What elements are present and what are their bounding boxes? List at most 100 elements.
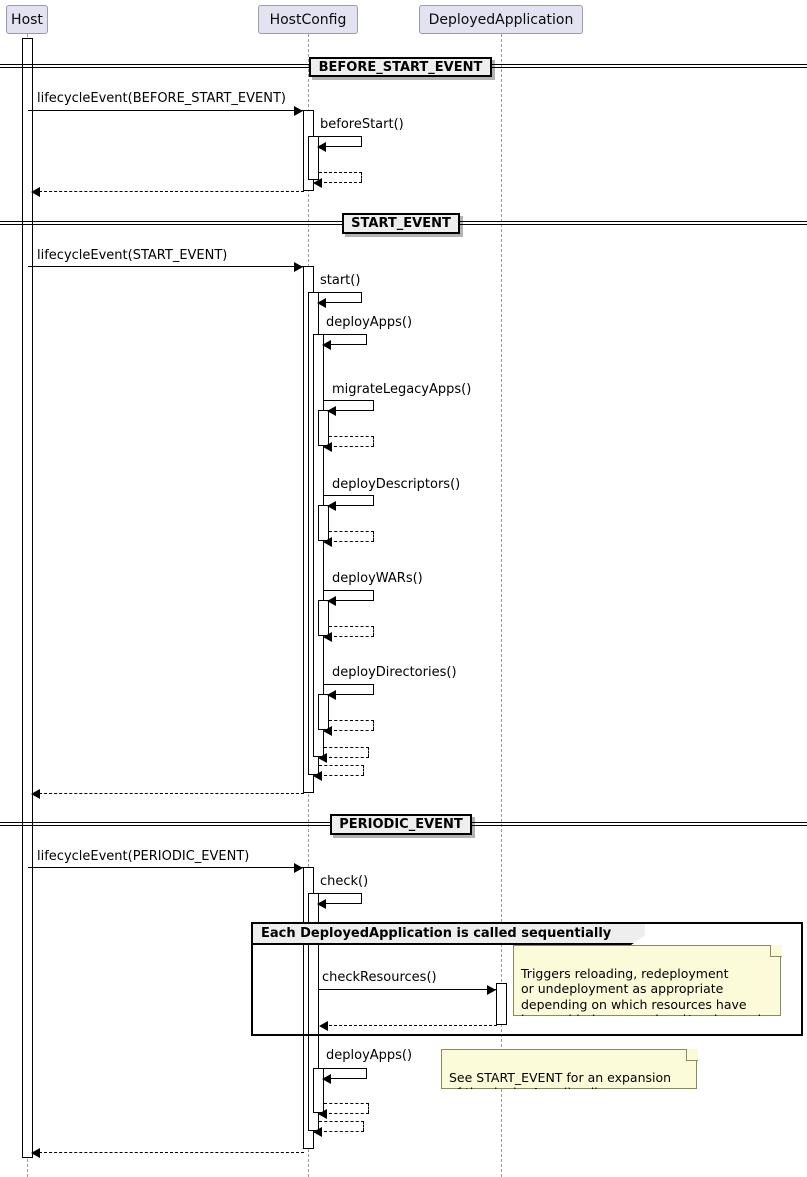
- message-label-m21: checkResources(): [322, 970, 437, 985]
- message-arrowhead-m2: [317, 141, 326, 152]
- message-arrowhead-m26: [31, 1147, 40, 1158]
- message-line-m16-right: [368, 747, 369, 757]
- message-line-m14-bottom: [334, 694, 374, 695]
- participant-hostconfig[interactable]: HostConfig: [258, 5, 358, 34]
- message-line-m15-right: [373, 720, 374, 730]
- message-line-m12-bottom: [334, 600, 374, 601]
- message-line-m17-bottom: [324, 775, 364, 776]
- message-line-m25-top: [319, 1121, 364, 1122]
- message-label-m2: beforeStart(): [320, 117, 404, 132]
- divider-start: START_EVENT: [342, 213, 460, 234]
- message-line-m6-right: [361, 292, 362, 302]
- message-line-m20-bottom: [324, 903, 362, 904]
- message-label-m6: start(): [320, 273, 361, 288]
- message-line-m15-top: [329, 720, 374, 721]
- message-line-m18: [39, 793, 304, 794]
- message-line-m16-top: [324, 747, 369, 748]
- message-line-m6-top: [314, 292, 362, 293]
- message-arrowhead-m18: [31, 788, 40, 799]
- message-line-m7-top: [319, 334, 367, 335]
- message-arrowhead-m12: [327, 595, 336, 606]
- message-line-m9-bottom: [334, 446, 374, 447]
- message-label-m19: lifecycleEvent(PERIODIC_EVENT): [37, 849, 250, 864]
- message-label-m8: migrateLegacyApps(): [332, 382, 472, 397]
- message-arrowhead-m8: [327, 405, 336, 416]
- message-line-m10-bottom: [334, 505, 374, 506]
- message-arrowhead-m14: [327, 689, 336, 700]
- message-label-m20: check(): [320, 874, 369, 889]
- message-arrowhead-m6: [317, 297, 326, 308]
- message-arrowhead-m4: [31, 186, 40, 197]
- message-line-m15-bottom: [334, 730, 374, 731]
- message-line-m2-top: [314, 136, 362, 137]
- message-label-m7: deployApps(): [326, 315, 413, 330]
- message-arrowhead-m21: [487, 984, 496, 995]
- message-arrowhead-m5: [294, 261, 303, 272]
- message-line-m14-right: [373, 684, 374, 694]
- divider-periodic-label: PERIODIC_EVENT: [339, 817, 463, 832]
- message-line-m9-right: [373, 436, 374, 446]
- group-tab-loop[interactable]: Each DeployedApplication is called seque…: [253, 924, 645, 945]
- message-line-m10-top: [324, 495, 374, 496]
- participant-deployedapplication-label: DeployedApplication: [428, 11, 574, 28]
- participant-deployedapplication[interactable]: DeployedApplication: [419, 5, 583, 34]
- message-line-m21: [319, 989, 497, 990]
- divider-start-label: START_EVENT: [351, 216, 451, 231]
- message-line-m12-top: [324, 590, 374, 591]
- message-line-m26: [39, 1152, 304, 1153]
- message-line-m13-bottom: [334, 636, 374, 637]
- message-arrowhead-m16: [318, 752, 327, 763]
- message-line-m1: [28, 110, 303, 111]
- message-line-m8-top: [324, 400, 374, 401]
- message-arrowhead-m23: [322, 1073, 331, 1084]
- message-line-m7-bottom: [329, 344, 367, 345]
- message-line-m17-top: [319, 765, 364, 766]
- message-line-m24-top: [324, 1103, 369, 1104]
- lifeline-deployedapplication: [501, 34, 502, 1177]
- message-label-m14: deployDirectories(): [332, 665, 457, 680]
- message-line-m11-top: [329, 531, 374, 532]
- divider-periodic: PERIODIC_EVENT: [330, 814, 472, 835]
- message-line-m4: [39, 191, 304, 192]
- message-line-m23-bottom: [329, 1078, 367, 1079]
- message-line-m12-right: [373, 590, 374, 600]
- message-line-m24-bottom: [329, 1113, 369, 1114]
- note-deploy-apps-fold: [686, 1049, 698, 1061]
- message-line-m14-top: [324, 684, 374, 685]
- message-arrowhead-m3: [313, 177, 322, 188]
- divider-before-start-label: BEFORE_START_EVENT: [318, 59, 483, 75]
- message-line-m25-bottom: [324, 1131, 364, 1132]
- message-line-m3-top: [319, 172, 362, 173]
- message-line-m19: [28, 867, 303, 868]
- message-line-m23-right: [366, 1068, 367, 1078]
- message-line-m17-right: [363, 765, 364, 775]
- message-arrowhead-m15: [323, 725, 332, 736]
- message-line-m20-right: [361, 893, 362, 903]
- group-frame-loop: [251, 922, 803, 1036]
- message-line-m10-right: [373, 495, 374, 505]
- divider-before-start: BEFORE_START_EVENT: [309, 57, 492, 77]
- message-line-m24-right: [368, 1103, 369, 1113]
- message-line-m9-top: [329, 436, 374, 437]
- message-line-m8-bottom: [334, 410, 374, 411]
- message-line-m13-top: [329, 626, 374, 627]
- participant-host-label: Host: [11, 11, 43, 28]
- message-arrowhead-m10: [327, 500, 336, 511]
- message-line-m25-right: [363, 1121, 364, 1131]
- message-line-m23-top: [319, 1068, 367, 1069]
- message-arrowhead-m17: [313, 770, 322, 781]
- message-arrowhead-m20: [317, 898, 326, 909]
- message-line-m3-right: [361, 172, 362, 182]
- message-line-m3-bottom: [324, 182, 362, 183]
- message-label-m5: lifecycleEvent(START_EVENT): [37, 248, 228, 263]
- note-check-resources: Triggers reloading, redeployment or unde…: [513, 945, 781, 1016]
- message-label-m1: lifecycleEvent(BEFORE_START_EVENT): [37, 91, 286, 106]
- message-label-m10: deployDescriptors(): [332, 477, 461, 492]
- message-line-m11-right: [373, 531, 374, 541]
- message-line-m7-right: [366, 334, 367, 344]
- message-line-m16-bottom: [329, 757, 369, 758]
- message-line-m11-bottom: [334, 541, 374, 542]
- participant-host[interactable]: Host: [6, 5, 48, 34]
- message-arrowhead-m22: [319, 1020, 328, 1031]
